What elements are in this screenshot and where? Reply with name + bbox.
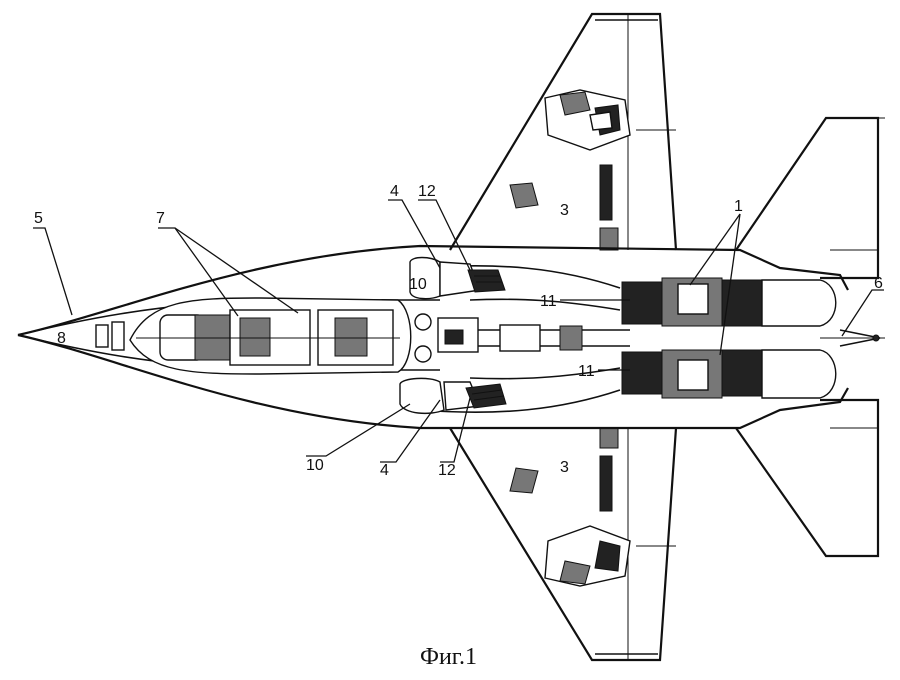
lower-intake: [399, 377, 507, 415]
callout-12-bottom: 12: [438, 462, 456, 479]
upper-engine: [621, 277, 837, 327]
upper-intake: [409, 256, 506, 300]
upper-tail: [735, 116, 885, 280]
callout-3-top: 3: [560, 202, 569, 219]
callout-11-bottom: 11: [578, 363, 595, 380]
cockpit: [95, 297, 412, 375]
callout-12-top: 12: [418, 183, 436, 200]
callout-10-top: 10: [409, 276, 427, 293]
callout-7: 7: [156, 210, 165, 227]
callout-1: 1: [734, 198, 743, 215]
callout-4-bottom: 4: [380, 462, 389, 479]
leader-lines: [33, 199, 884, 463]
callout-10-bottom: 10: [306, 457, 324, 474]
lower-tail: [735, 398, 880, 558]
center-equipment: [414, 313, 630, 363]
figure-caption: Фиг.1: [420, 644, 477, 670]
callout-8: 8: [57, 330, 66, 347]
callout-11-top: 11: [540, 293, 557, 310]
callout-labels: 1 3 3 4 4 5 6 7 8 10 10 11 11 12 12: [34, 183, 883, 479]
callout-5: 5: [34, 210, 43, 227]
tail-cone: [820, 329, 885, 347]
callout-3-bottom: 3: [560, 459, 569, 476]
lower-wing: [449, 427, 678, 662]
callout-4-top: 4: [390, 183, 399, 200]
upper-wing: [449, 12, 678, 251]
callout-6: 6: [874, 275, 883, 292]
lower-engine: [621, 349, 837, 399]
